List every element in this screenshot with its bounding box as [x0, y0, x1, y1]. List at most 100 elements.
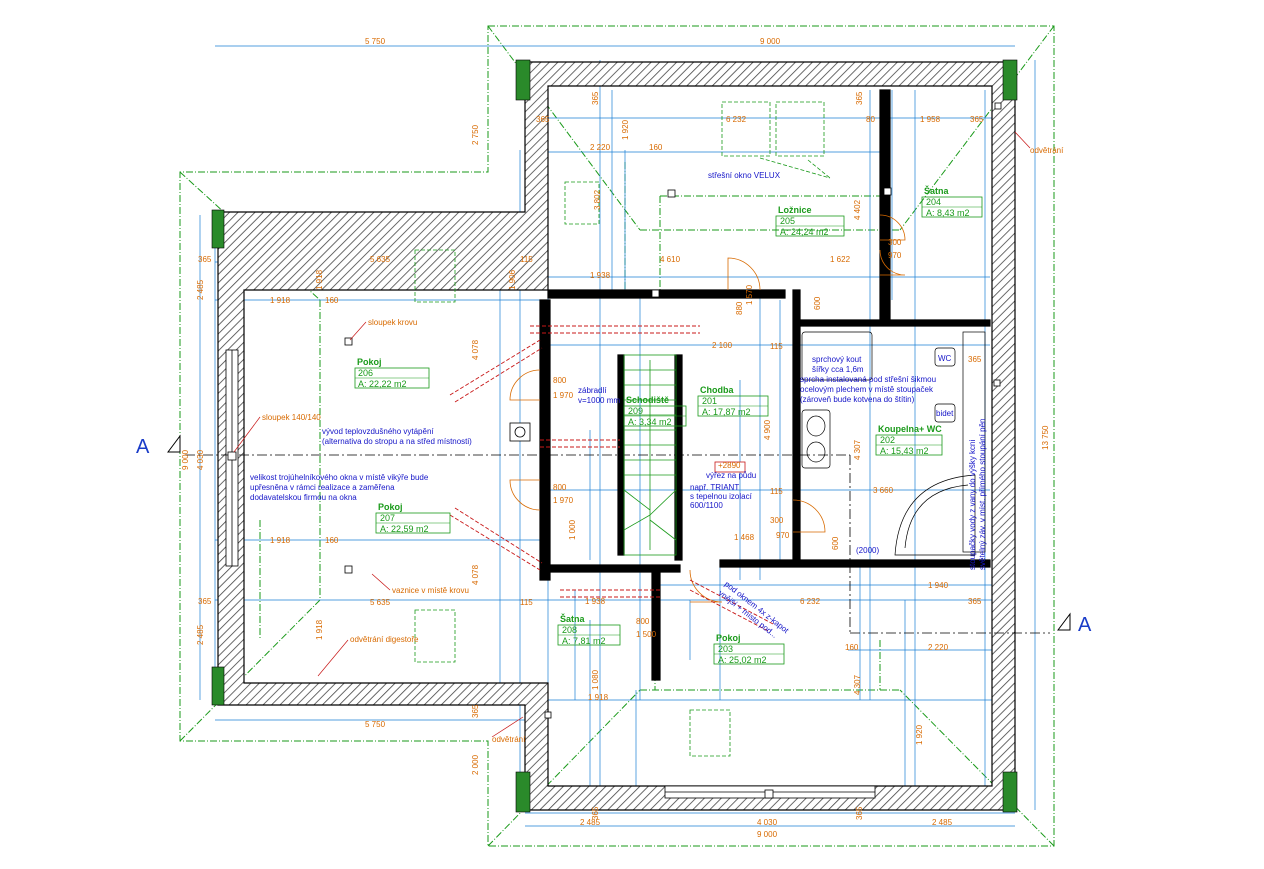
dim-d365-d: 365 — [198, 597, 212, 606]
dim-d1500: 1 500 — [636, 630, 657, 639]
dim-d115-c: 115 — [770, 342, 783, 351]
note-triant-2: s tepelnou izolací — [690, 492, 753, 501]
note-zabradli-1: zábradlí — [578, 386, 607, 395]
note-sloupek-krovu: sloupek krovu — [368, 318, 417, 327]
note-vyvod-1: vývod teplovzdušného vytápění — [322, 427, 434, 436]
dim-d1918: 1 918 — [270, 296, 291, 305]
room-name: Pokoj — [378, 502, 403, 512]
note-vertical-1: stoupačky vody z vany do výšky kcni — [968, 440, 977, 571]
note-odvetrani-top: odvětrání — [1030, 146, 1064, 155]
interior-wall-stair-top — [547, 289, 786, 299]
leader-lines — [233, 131, 1031, 738]
exterior-wall — [217, 61, 1016, 811]
dim-d1938b: 1 938 — [585, 597, 606, 606]
dim-d1918b: 1 918 — [270, 536, 291, 545]
dim-d2100: 2 100 — [712, 341, 733, 350]
room-name: Pokoj — [357, 357, 382, 367]
dim-d5635b: 5 635 — [370, 598, 391, 607]
room-area: A: 22,22 m2 — [358, 379, 407, 389]
dim-d115-d: 115 — [770, 487, 783, 496]
dimension-texts: 5 750 9 000 5 750 9 000 4 030 2 485 2 48… — [181, 37, 1050, 839]
dim-d1918c: 1 918 — [588, 693, 609, 702]
interior-wall-closet-right — [879, 89, 891, 321]
note-odvetrani-digestore: odvětrání digestoře — [350, 635, 419, 644]
dim-d1938: 1 938 — [590, 271, 611, 280]
dim-d80: 80 — [866, 115, 875, 124]
dim-d4900: 4 900 — [763, 419, 772, 440]
dim-d970: 970 — [888, 251, 902, 260]
room-number: 203 — [718, 644, 733, 654]
note-2000: (2000) — [856, 546, 879, 555]
room-name: Šatna — [924, 185, 950, 196]
dim-d2220: 2 220 — [590, 143, 611, 152]
section-label-left: A — [136, 436, 150, 458]
room-area: A: 17,87 m2 — [702, 407, 751, 417]
interior-wall-central-left — [539, 299, 551, 581]
room-number: 208 — [562, 625, 577, 635]
room-label-loznice-205: Ložnice 205 A: 24,24 m2 — [775, 205, 845, 237]
interior-wall-bath-left — [792, 289, 801, 561]
note-kout-2: šířky cca 1,6m — [812, 365, 864, 374]
dim-d365-j: 365 — [591, 806, 600, 820]
room-number: 204 — [926, 197, 941, 207]
dim-d1622: 1 622 — [830, 255, 851, 264]
dim-d365-c: 365 — [198, 255, 212, 264]
chimney-blocks — [211, 59, 1018, 813]
dim-left-top: 2 485 — [196, 279, 205, 300]
dim-d800: 800 — [553, 376, 567, 385]
room-area: A: 8,43 m2 — [926, 208, 970, 218]
dim-d1468: 1 468 — [734, 533, 755, 542]
dimension-lines — [199, 45, 1036, 827]
room-name: Pokoj — [716, 633, 741, 643]
dim-bottom-left: 5 750 — [365, 720, 386, 729]
dim-d600b: 600 — [831, 536, 840, 550]
section-label-right: A — [1078, 614, 1092, 636]
dim-d1970: 1 970 — [553, 391, 574, 400]
dim-d2000: 2 000 — [471, 754, 480, 775]
dim-d3660: 3 660 — [873, 486, 894, 495]
dim-d160-d: 160 — [845, 643, 859, 652]
dim-d800-c: 800 — [636, 617, 650, 626]
room-label-satna-208: Šatna 208 A: 7,81 m2 — [557, 613, 621, 646]
dim-left-mid: 4 030 — [196, 449, 205, 470]
room-name: Šatna — [560, 613, 586, 624]
dim-d365-i: 365 — [471, 704, 480, 718]
dim-d3802: 3 802 — [593, 189, 602, 210]
ventilation-ducts — [449, 325, 776, 633]
room-area: A: 7,81 m2 — [562, 636, 606, 646]
dim-top-left: 5 750 — [365, 37, 386, 46]
note-vertical-2: světelný záv. v míst. přímého stoupání p… — [978, 419, 987, 570]
dim-d880: 880 — [735, 301, 744, 315]
note-velux: střešní okno VELUX — [708, 171, 781, 180]
dim-d115-b: 115 — [520, 598, 533, 607]
note-vyrez: výřez na půdu — [706, 471, 756, 480]
interior-wall-bottom-right — [719, 559, 991, 568]
room-number: 209 — [628, 406, 643, 416]
note-wc: WC — [938, 354, 952, 363]
room-name: Koupelna+ WC — [878, 424, 942, 434]
dim-d4402: 4 402 — [853, 199, 862, 220]
room-name: Chodba — [700, 385, 734, 395]
dim-d1000: 1 000 — [568, 519, 577, 540]
room-number: 202 — [880, 435, 895, 445]
staircase — [623, 354, 677, 556]
dim-d1570: 1 570 — [745, 284, 754, 305]
dim-d1920b: 1 920 — [915, 724, 924, 745]
room-label-pokoj-203: Pokoj 203 A: 25,02 m2 — [713, 633, 785, 665]
dim-d160-b: 160 — [325, 296, 339, 305]
note-okno-1: velikost trojúhelníkového okna v místě v… — [250, 473, 429, 482]
dim-d6232: 6 232 — [726, 115, 747, 124]
note-kout-5: (zároveň bude kotvena do štítin) — [800, 395, 915, 404]
room-number: 206 — [358, 368, 373, 378]
roof-outline — [179, 25, 1055, 847]
dim-d300b: 300 — [770, 516, 784, 525]
dim-d365-k: 365 — [855, 806, 864, 820]
room-label-schodiste-209: Schodiště 209 A: 3,34 m2 — [623, 395, 687, 427]
dim-d6232b: 6 232 — [800, 597, 821, 606]
dim-d365-f: 365 — [968, 597, 982, 606]
dim-d365-e: 365 — [968, 355, 982, 364]
dim-d1920: 1 920 — [621, 119, 630, 140]
section-marker-left — [167, 434, 181, 453]
dim-left-total: 9 000 — [181, 449, 190, 470]
